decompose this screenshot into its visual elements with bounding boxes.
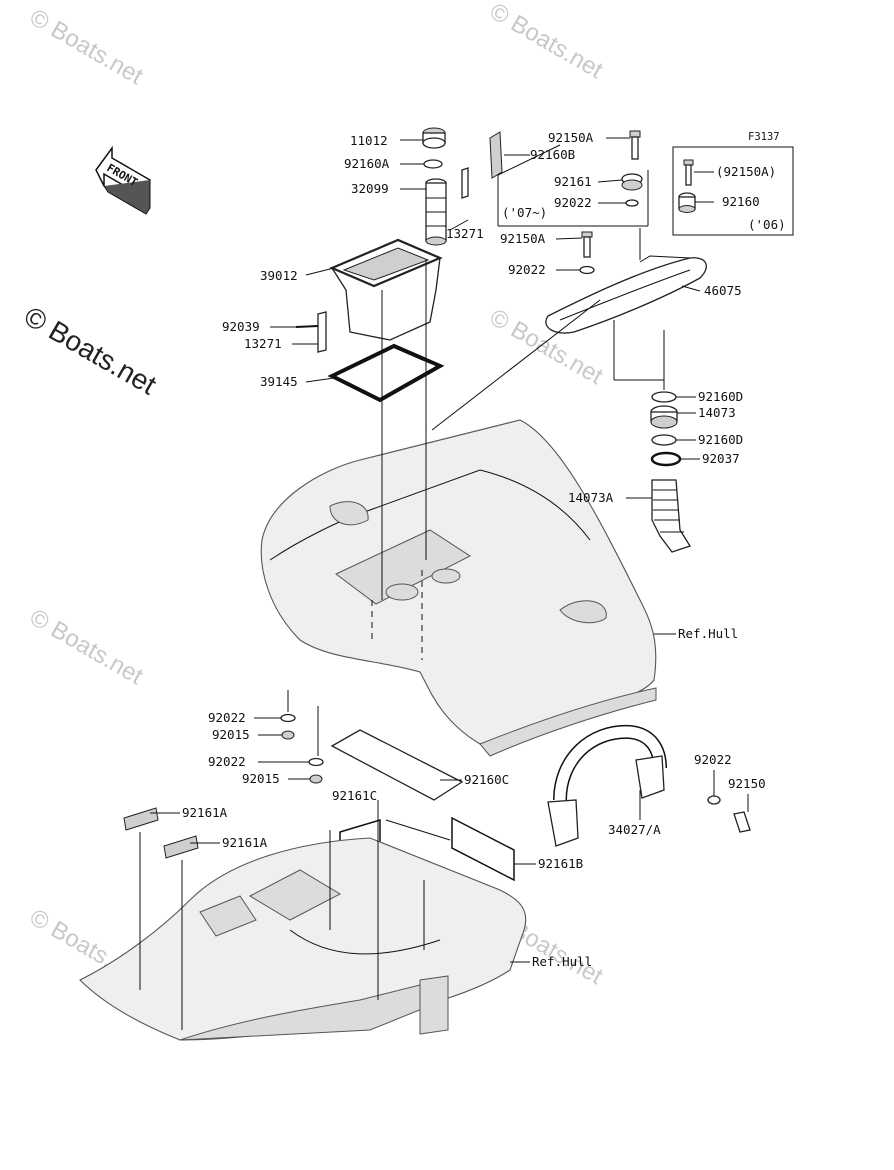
part-label: 92037 <box>702 451 740 466</box>
leader-lines <box>139 137 749 1030</box>
part-label: 92039 <box>222 319 260 334</box>
fitting-14073-icon <box>650 405 678 429</box>
pad-92161a-lower-icon <box>163 835 199 859</box>
gasket-39145-icon <box>327 343 445 403</box>
part-label: 14073A <box>568 490 614 505</box>
inset-cap-icon <box>678 192 696 213</box>
part-label: 92160 <box>722 194 760 209</box>
grip-handle-46075-icon <box>545 255 707 334</box>
washer-92022-b-icon <box>308 757 324 767</box>
pad-92160c-icon <box>330 729 464 801</box>
part-label: 39012 <box>260 268 298 283</box>
cap-11012-icon <box>422 127 446 149</box>
part-label: 92150A <box>548 130 594 145</box>
o-ring-92160a-icon <box>423 159 443 169</box>
washer-92022-a-icon <box>280 713 296 723</box>
bolt-92150a-mid-icon <box>581 231 593 258</box>
part-label: 92022 <box>694 752 732 767</box>
part-label: 34027/A <box>608 822 661 837</box>
part-label: 13271 <box>446 226 484 241</box>
part-label: 13271 <box>244 336 282 351</box>
watermark: © Boats.net <box>485 0 608 84</box>
part-label: 92015 <box>212 727 250 742</box>
grommet-92161-icon <box>621 173 643 191</box>
bolt-92150a-top-icon <box>629 130 641 160</box>
watermark: © Boats.net <box>25 4 148 90</box>
part-label: 92161B <box>538 856 583 871</box>
part-label: 32099 <box>351 181 389 196</box>
washer-92022-mid-icon <box>579 265 595 275</box>
part-label: 92160B <box>530 147 575 162</box>
part-label: 11012 <box>350 133 388 148</box>
part-label: 92161A <box>222 835 268 850</box>
nut-92015-a-icon <box>281 730 295 740</box>
bracket-13271-lower-icon <box>295 311 327 353</box>
part-label: 39145 <box>260 374 298 389</box>
part-label: 92161 <box>554 174 592 189</box>
part-label: 14073 <box>698 405 736 420</box>
tube-32099-icon <box>425 178 447 246</box>
watermark-large: © Boats.net <box>19 300 162 400</box>
part-label: 92160A <box>344 156 390 171</box>
rear-handle-34027-icon <box>547 724 667 847</box>
ref-hull-label-top: Ref.Hull <box>678 626 738 641</box>
part-label: 92161A <box>182 805 228 820</box>
part-labels: 11012 92160A 32099 13271 39012 92039 132… <box>182 130 786 871</box>
inset-bolt-icon <box>683 159 694 186</box>
nut-92015-b-icon <box>309 774 323 784</box>
part-label: 92150A <box>500 231 546 246</box>
washer-92022-right-icon <box>707 795 721 805</box>
part-label: 92022 <box>508 262 546 277</box>
part-label: 92015 <box>242 771 280 786</box>
upper-deck-icon <box>260 419 657 757</box>
bolt-92150-right-icon <box>733 811 751 833</box>
part-label: 92022 <box>208 754 246 769</box>
storage-bin-39012-icon <box>329 238 443 341</box>
o-ring-92160d-upper-icon <box>651 391 677 403</box>
part-label: 92160D <box>698 389 743 404</box>
ref-hull-label-bottom: Ref.Hull <box>532 954 592 969</box>
front-arrow-icon: FRONT <box>95 145 151 215</box>
part-label: 92022 <box>208 710 246 725</box>
part-label: 92161C <box>332 788 377 803</box>
pad-92160b-icon <box>489 131 503 179</box>
watermark: © Boats.net <box>25 604 148 690</box>
part-label: 92022 <box>554 195 592 210</box>
hose-14073a-icon <box>651 479 691 553</box>
washer-92022-top-icon <box>625 199 639 207</box>
bracket-13271-icon <box>461 167 469 199</box>
part-label: ('07~) <box>502 205 547 220</box>
part-label: 46075 <box>704 283 742 298</box>
part-label: 92160C <box>464 772 509 787</box>
part-label: 92150 <box>728 776 766 791</box>
o-ring-92160d-lower-icon <box>651 434 677 446</box>
pad-92161a-upper-icon <box>123 807 159 831</box>
lower-hull-icon <box>79 837 527 1041</box>
inset-box <box>672 146 794 236</box>
clamp-92037-icon <box>650 451 682 467</box>
part-label: ('06) <box>748 217 786 232</box>
diagram-code: F3137 <box>748 131 780 143</box>
part-label: 92160D <box>698 432 743 447</box>
part-label: (92150A) <box>716 164 776 179</box>
pad-92161b-icon <box>451 816 515 882</box>
